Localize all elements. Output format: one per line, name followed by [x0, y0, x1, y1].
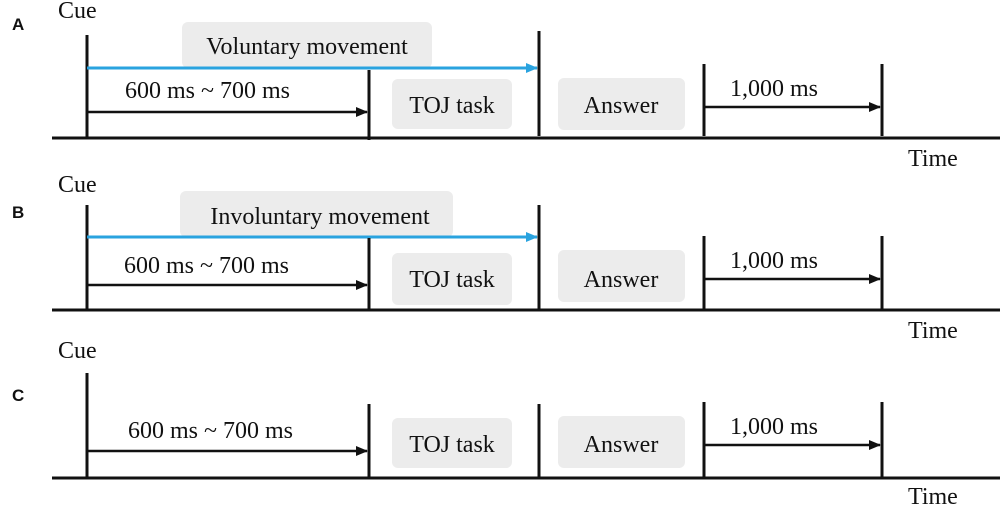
cue-label: Cue: [58, 0, 97, 24]
movement-label: Involuntary movement: [210, 204, 430, 230]
movement-box: [182, 22, 432, 68]
answer-label: Answer: [584, 267, 659, 293]
interval-label: 1,000 ms: [730, 248, 818, 274]
delay-label: 600 ms ~ 700 ms: [125, 78, 290, 104]
panel-c: C Cue 600 ms ~ 700 ms TOJ task Answer 1,…: [12, 338, 1000, 509]
task-box: [392, 79, 512, 129]
axis-label: Time: [908, 484, 958, 509]
answer-box: [558, 78, 685, 130]
delay-label: 600 ms ~ 700 ms: [128, 418, 293, 444]
answer-box: [558, 416, 685, 468]
answer-box: [558, 250, 685, 302]
panel-letter: B: [12, 203, 24, 222]
movement-label: Voluntary movement: [206, 34, 408, 60]
task-box: [392, 418, 512, 468]
cue-label: Cue: [58, 338, 97, 364]
interval-label: 1,000 ms: [730, 76, 818, 102]
task-label: TOJ task: [409, 267, 495, 293]
task-box: [392, 253, 512, 305]
panel-b: B Cue Involuntary movement 600 ms ~ 700 …: [12, 172, 1000, 344]
movement-box: [180, 191, 453, 237]
panel-letter: C: [12, 386, 24, 405]
panel-letter: A: [12, 15, 24, 34]
axis-label: Time: [908, 146, 958, 172]
delay-label: 600 ms ~ 700 ms: [124, 253, 289, 279]
cue-label: Cue: [58, 172, 97, 198]
answer-label: Answer: [584, 432, 659, 458]
panel-a: A Cue Voluntary movement 600 ms ~ 700 ms…: [12, 0, 1000, 172]
task-label: TOJ task: [409, 93, 495, 119]
interval-label: 1,000 ms: [730, 414, 818, 440]
task-label: TOJ task: [409, 432, 495, 458]
axis-label: Time: [908, 318, 958, 344]
answer-label: Answer: [584, 93, 659, 119]
